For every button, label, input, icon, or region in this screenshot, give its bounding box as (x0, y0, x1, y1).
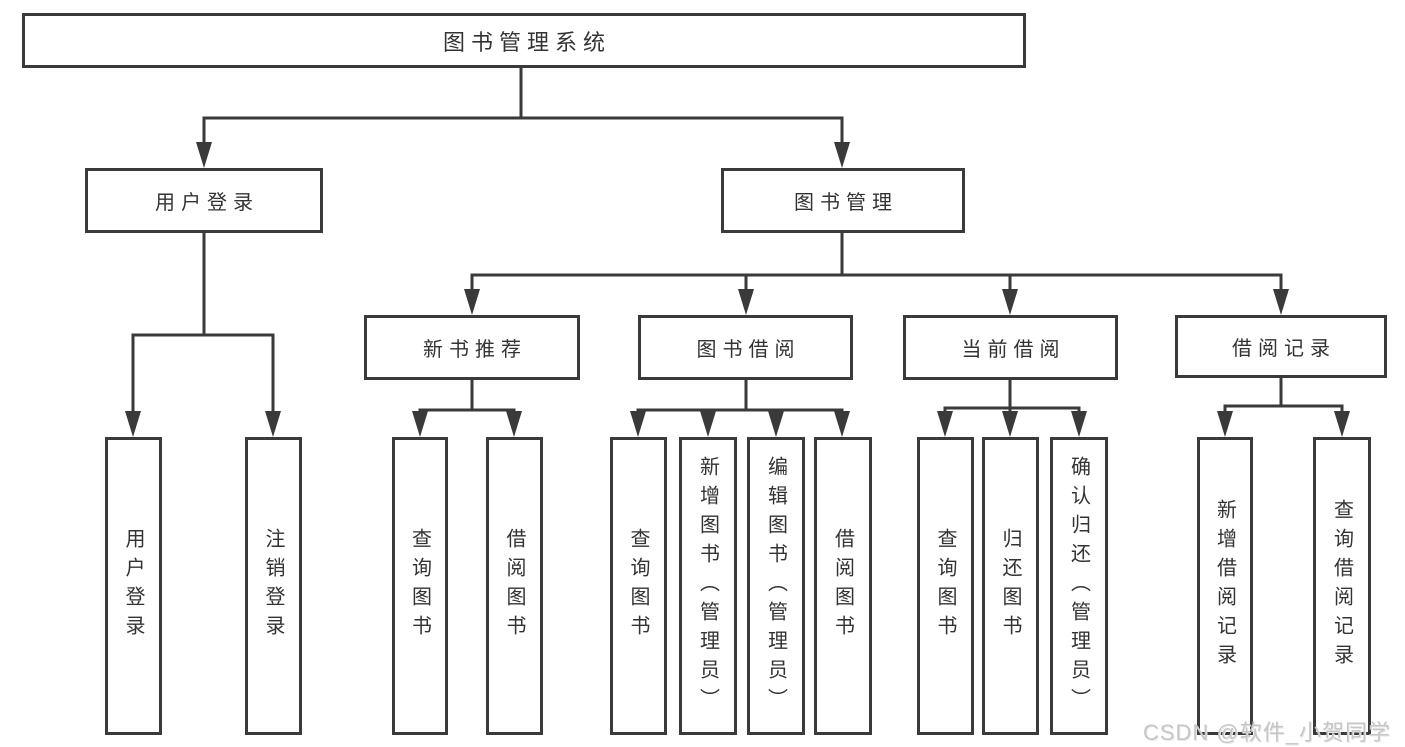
leaf-return-book-label: 归还图书 (999, 528, 1021, 644)
leaf-record-add: 新增借阅记录 (1197, 437, 1253, 735)
leaf-record-add-label: 新增借阅记录 (1213, 499, 1236, 673)
connector-login-to-leaves (131, 233, 275, 415)
leaf-newbook-query-label: 查询图书 (408, 528, 431, 644)
leaf-newbook-borrow: 借阅图书 (486, 437, 543, 735)
leaf-return-book: 归还图书 (982, 437, 1039, 735)
arrowhead-icon (1217, 411, 1233, 437)
leaf-confirm-return-admin: 确认归还（管理员） (1050, 437, 1108, 735)
leaf-logout: 注销登录 (245, 437, 302, 735)
node-user-login-label: 用户登录 (155, 192, 259, 214)
arrowhead-icon (196, 142, 212, 168)
arrowhead-icon (834, 142, 850, 168)
leaf-borrow-book-label: 借阅图书 (831, 528, 854, 644)
connector-records-to-leaves (1223, 378, 1344, 417)
connector-newbook-to-leaves (418, 380, 516, 417)
arrowhead-icon (1334, 411, 1350, 437)
node-root-label: 图书管理系统 (442, 29, 611, 55)
arrowhead-icon (1273, 289, 1289, 315)
arrowhead-icon (768, 411, 784, 437)
node-new-book-recommend-label: 新书推荐 (423, 339, 527, 361)
arrowhead-icon (700, 411, 716, 437)
leaf-record-query-label: 查询借阅记录 (1330, 499, 1353, 673)
node-book-borrow: 图书借阅 (638, 315, 853, 380)
arrowhead-icon (1071, 411, 1087, 437)
connector-manage-to-level3 (470, 233, 1283, 295)
node-book-manage: 图书管理 (721, 168, 965, 233)
node-borrow-records: 借阅记录 (1175, 315, 1387, 378)
leaf-newbook-borrow-label: 借阅图书 (503, 528, 525, 644)
node-root: 图书管理系统 (22, 13, 1026, 68)
node-borrow-records-label: 借阅记录 (1232, 338, 1336, 360)
leaf-user-login: 用户登录 (105, 437, 162, 735)
leaf-borrow-query-label: 查询图书 (627, 528, 649, 644)
arrowhead-icon (834, 411, 850, 437)
leaf-borrow-edit-admin-label: 编辑图书（管理员） (764, 455, 787, 717)
leaf-current-query-label: 查询图书 (934, 528, 956, 644)
node-current-borrow-label: 当前借阅 (961, 339, 1066, 361)
connector-borrow-to-leaves (636, 380, 844, 417)
arrowhead-icon (630, 411, 646, 437)
leaf-newbook-query: 查询图书 (392, 437, 448, 735)
arrowheads (125, 142, 1350, 437)
arrowhead-icon (125, 411, 141, 437)
leaf-confirm-return-admin-label: 确认归还（管理员） (1067, 455, 1090, 717)
leaf-user-login-label: 用户登录 (122, 528, 144, 644)
arrowhead-icon (412, 411, 428, 437)
node-current-borrow: 当前借阅 (903, 315, 1118, 380)
arrowhead-icon (265, 411, 281, 437)
leaf-current-query: 查询图书 (917, 437, 974, 735)
arrowhead-icon (506, 411, 522, 437)
connector-root-to-level2 (202, 68, 844, 146)
leaf-borrow-query: 查询图书 (610, 437, 667, 735)
leaf-logout-label: 注销登录 (262, 528, 284, 644)
node-user-login: 用户登录 (85, 168, 323, 233)
arrowhead-icon (937, 411, 953, 437)
leaf-borrow-edit-admin: 编辑图书（管理员） (747, 437, 805, 735)
leaf-record-query: 查询借阅记录 (1313, 437, 1371, 735)
leaf-borrow-add-admin: 新增图书（管理员） (679, 437, 737, 735)
node-book-manage-label: 图书管理 (794, 192, 898, 214)
node-new-book-recommend: 新书推荐 (364, 315, 580, 380)
csdn-watermark: CSDN @软件_小贺同学 (1142, 720, 1391, 745)
leaf-borrow-add-admin-label: 新增图书（管理员） (696, 455, 719, 717)
arrowhead-icon (464, 289, 480, 315)
leaf-borrow-book: 借阅图书 (814, 437, 872, 735)
arrowhead-icon (738, 289, 754, 315)
node-book-borrow-label: 图书借阅 (696, 339, 801, 361)
arrowhead-icon (1002, 289, 1018, 315)
arrowhead-icon (1002, 411, 1018, 437)
